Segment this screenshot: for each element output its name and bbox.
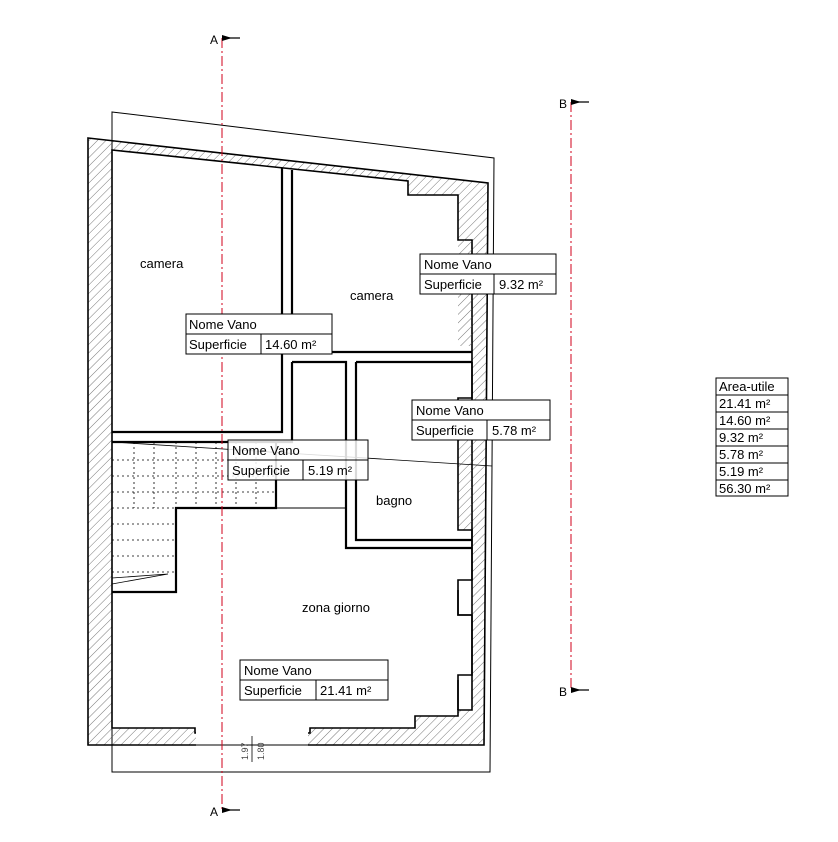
room-tag	[239, 659, 389, 701]
tag-area-value: 5.19 m²	[308, 463, 353, 478]
area-table-total: 56.30 m²	[719, 481, 771, 496]
section-mark-b-bottom: B	[559, 685, 567, 699]
tag-area-value: 14.60 m²	[265, 337, 317, 352]
door-dimension-1: 1.97	[240, 742, 250, 760]
room-name-bagno: bagno	[376, 493, 412, 508]
section-mark-a-top: A	[210, 33, 218, 47]
tag-area-label: Superficie	[232, 463, 290, 478]
tag-area-label: Superficie	[189, 337, 247, 352]
outer-wall	[87, 137, 489, 746]
area-table-row: 9.32 m²	[719, 430, 764, 445]
area-table-row: 5.78 m²	[719, 447, 764, 462]
staircase	[112, 442, 276, 573]
room-tag	[227, 439, 369, 481]
tag-title: Nome Vano	[232, 443, 300, 458]
tag-title: Nome Vano	[416, 403, 484, 418]
section-mark-a-bottom: A	[210, 805, 218, 819]
room-name-zona-giorno: zona giorno	[302, 600, 370, 615]
section-lines	[221, 38, 572, 812]
tag-area-label: Superficie	[424, 277, 482, 292]
tag-area-label: Superficie	[416, 423, 474, 438]
tag-title: Nome Vano	[244, 663, 312, 678]
room-tag	[419, 253, 557, 295]
area-table-header: Area-utile	[719, 379, 775, 394]
room-tag	[185, 313, 333, 355]
room-name-camera-right: camera	[350, 288, 394, 303]
area-table-row: 14.60 m²	[719, 413, 771, 428]
area-table-row: 21.41 m²	[719, 396, 771, 411]
tag-area-value: 9.32 m²	[499, 277, 544, 292]
room-name-camera-left: camera	[140, 256, 184, 271]
door-dimension-2: 1.80	[256, 742, 266, 760]
tag-title: Nome Vano	[189, 317, 257, 332]
area-summary-table	[715, 377, 789, 497]
tag-area-value: 21.41 m²	[320, 683, 372, 698]
area-table-row: 5.19 m²	[719, 464, 764, 479]
tag-area-label: Superficie	[244, 683, 302, 698]
tag-title: Nome Vano	[424, 257, 492, 272]
section-mark-b-top: B	[559, 97, 567, 111]
room-tag	[411, 399, 551, 441]
tag-area-value: 5.78 m²	[492, 423, 537, 438]
interior-walls	[112, 168, 472, 594]
